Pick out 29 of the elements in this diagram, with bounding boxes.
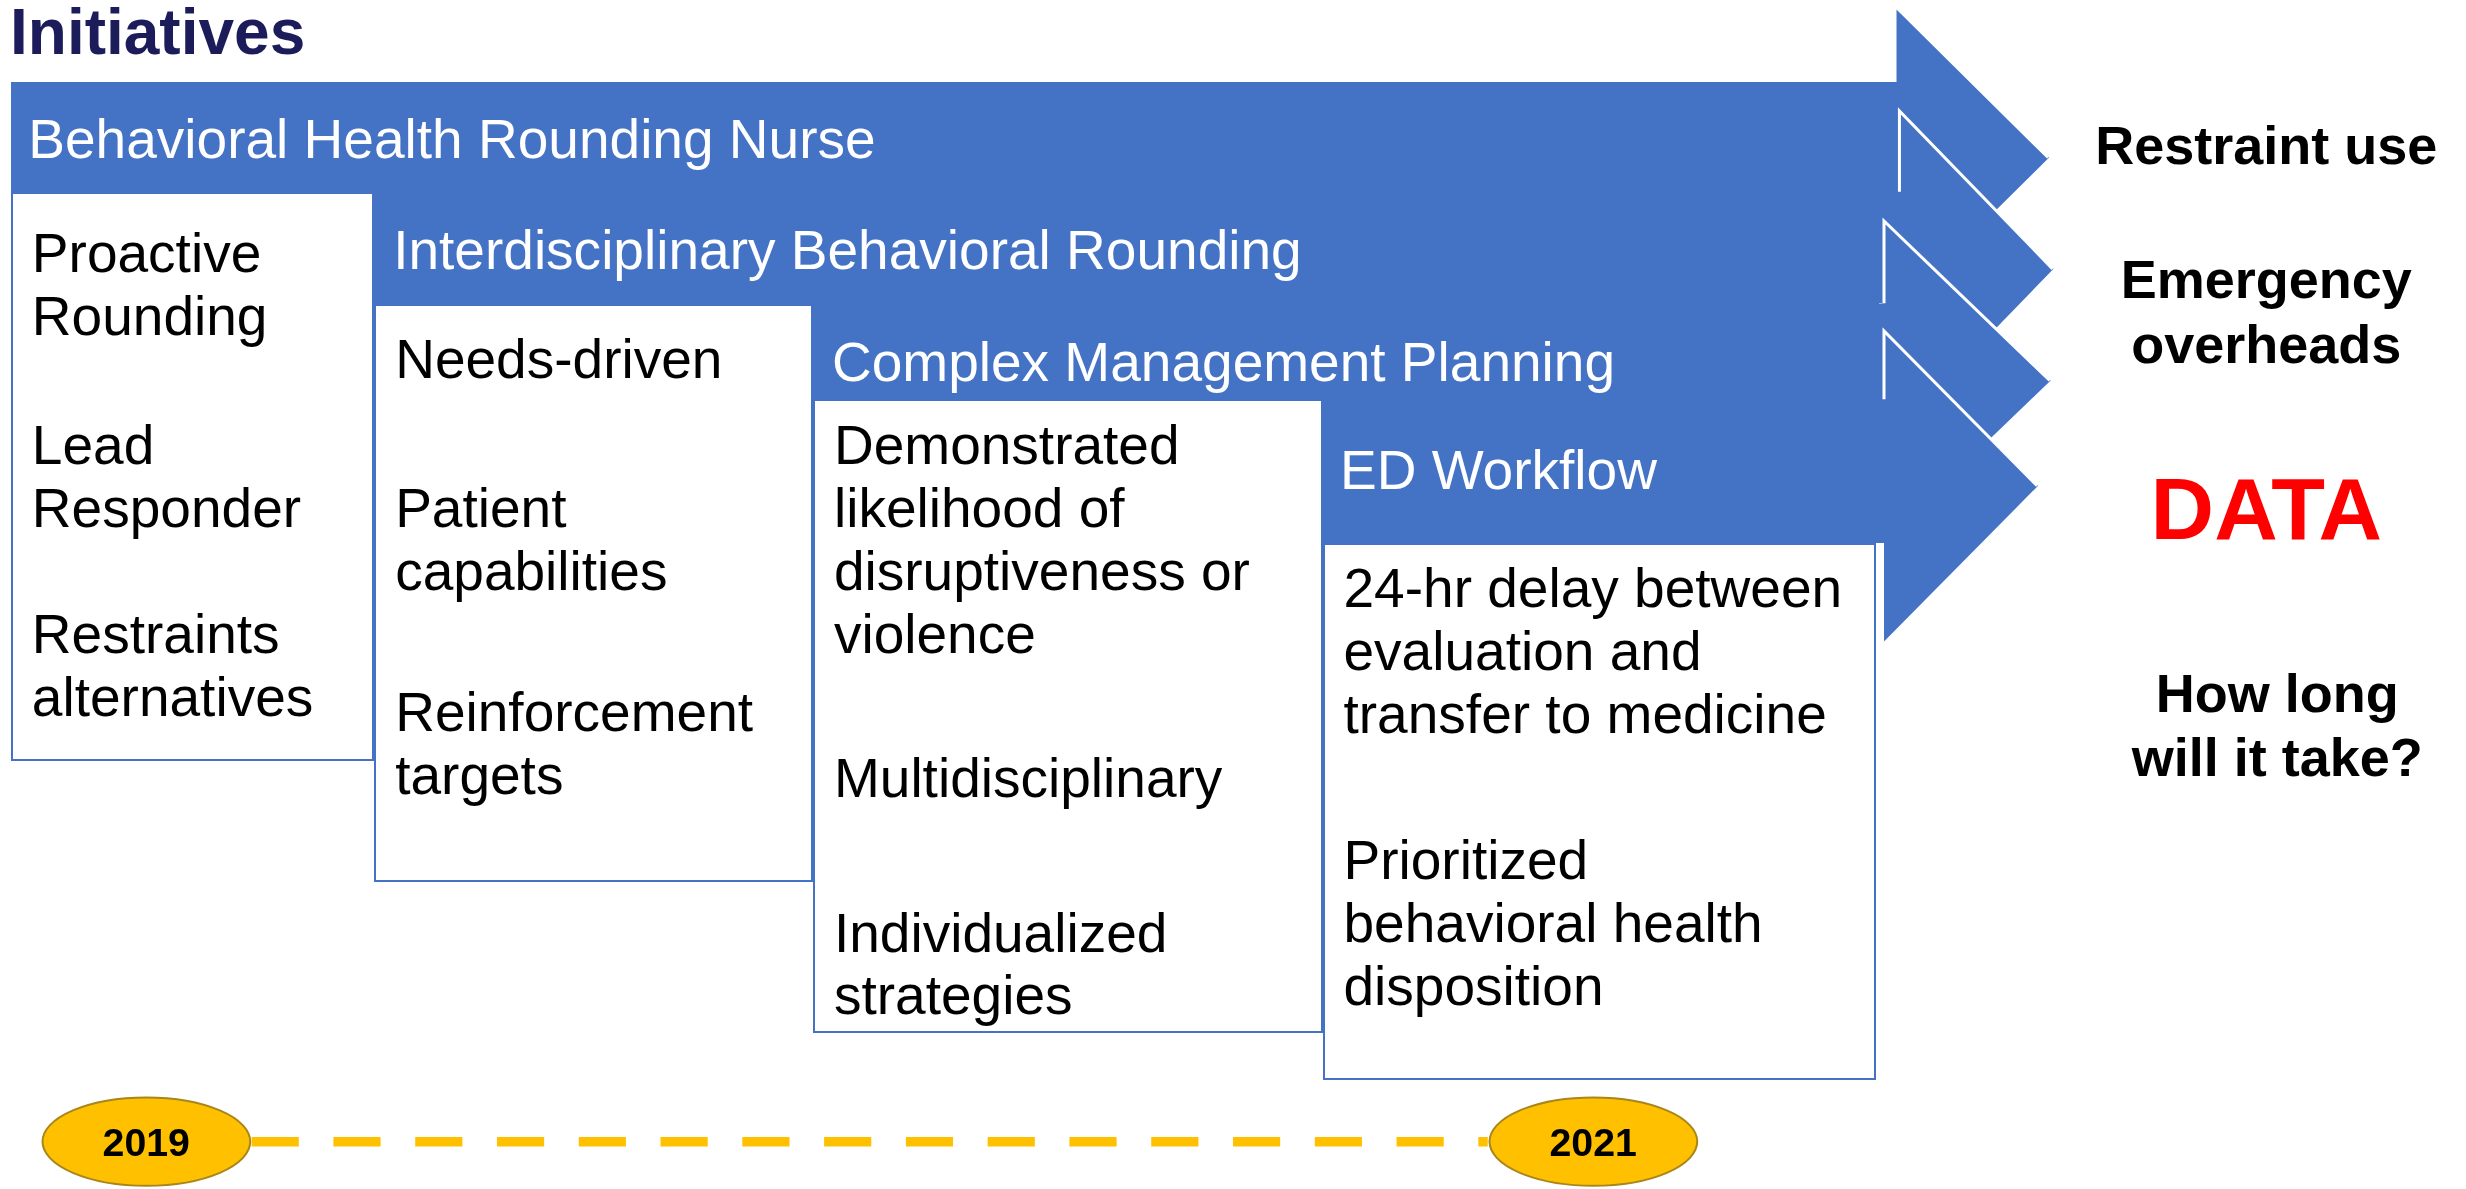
- card-text: Individualized strategies: [833, 901, 1169, 1028]
- text-card: [11, 191, 375, 762]
- card-text: Needs-driven: [395, 327, 724, 391]
- card-text: Patient capabilities: [395, 476, 669, 603]
- text-card: [374, 303, 814, 883]
- dashed-connector: [251, 1137, 1488, 1147]
- banner-title: Interdisciplinary Behavioral Rounding: [393, 223, 1302, 279]
- card-text: Proactive Rounding: [31, 222, 269, 348]
- slide-title: Initiatives: [10, 0, 306, 64]
- outcome-label: Restraint use: [2094, 114, 2439, 178]
- card-text: Lead Responder: [31, 414, 303, 540]
- year-label: 2021: [1548, 1119, 1638, 1165]
- card-text: Prioritized behavioral health disposition: [1343, 829, 1764, 1018]
- outcome-label: How long will it take?: [2130, 661, 2424, 790]
- card-text: Restraints alternatives: [31, 602, 315, 729]
- card-text: Multidisciplinary: [833, 747, 1224, 811]
- banner-title: ED Workflow: [1339, 443, 1657, 499]
- outcome-label: Emergency overheads: [2119, 247, 2413, 376]
- text-card: [1322, 542, 1877, 1081]
- card-text: 24-hr delay between evaluation and transfer to medicine: [1343, 557, 1844, 746]
- year-oval: [40, 1096, 252, 1188]
- year-oval: [1487, 1096, 1699, 1188]
- text-card: [813, 399, 1323, 1034]
- arrow-banner: [11, 81, 1896, 192]
- outcome-label: DATA: [2149, 458, 2383, 561]
- card-text: Reinforcement targets: [395, 681, 755, 808]
- banner-title: Complex Management Planning: [831, 335, 1616, 391]
- year-label: 2019: [101, 1119, 191, 1165]
- card-text: Demonstrated likelihood of disruptiveness or violence: [833, 414, 1251, 666]
